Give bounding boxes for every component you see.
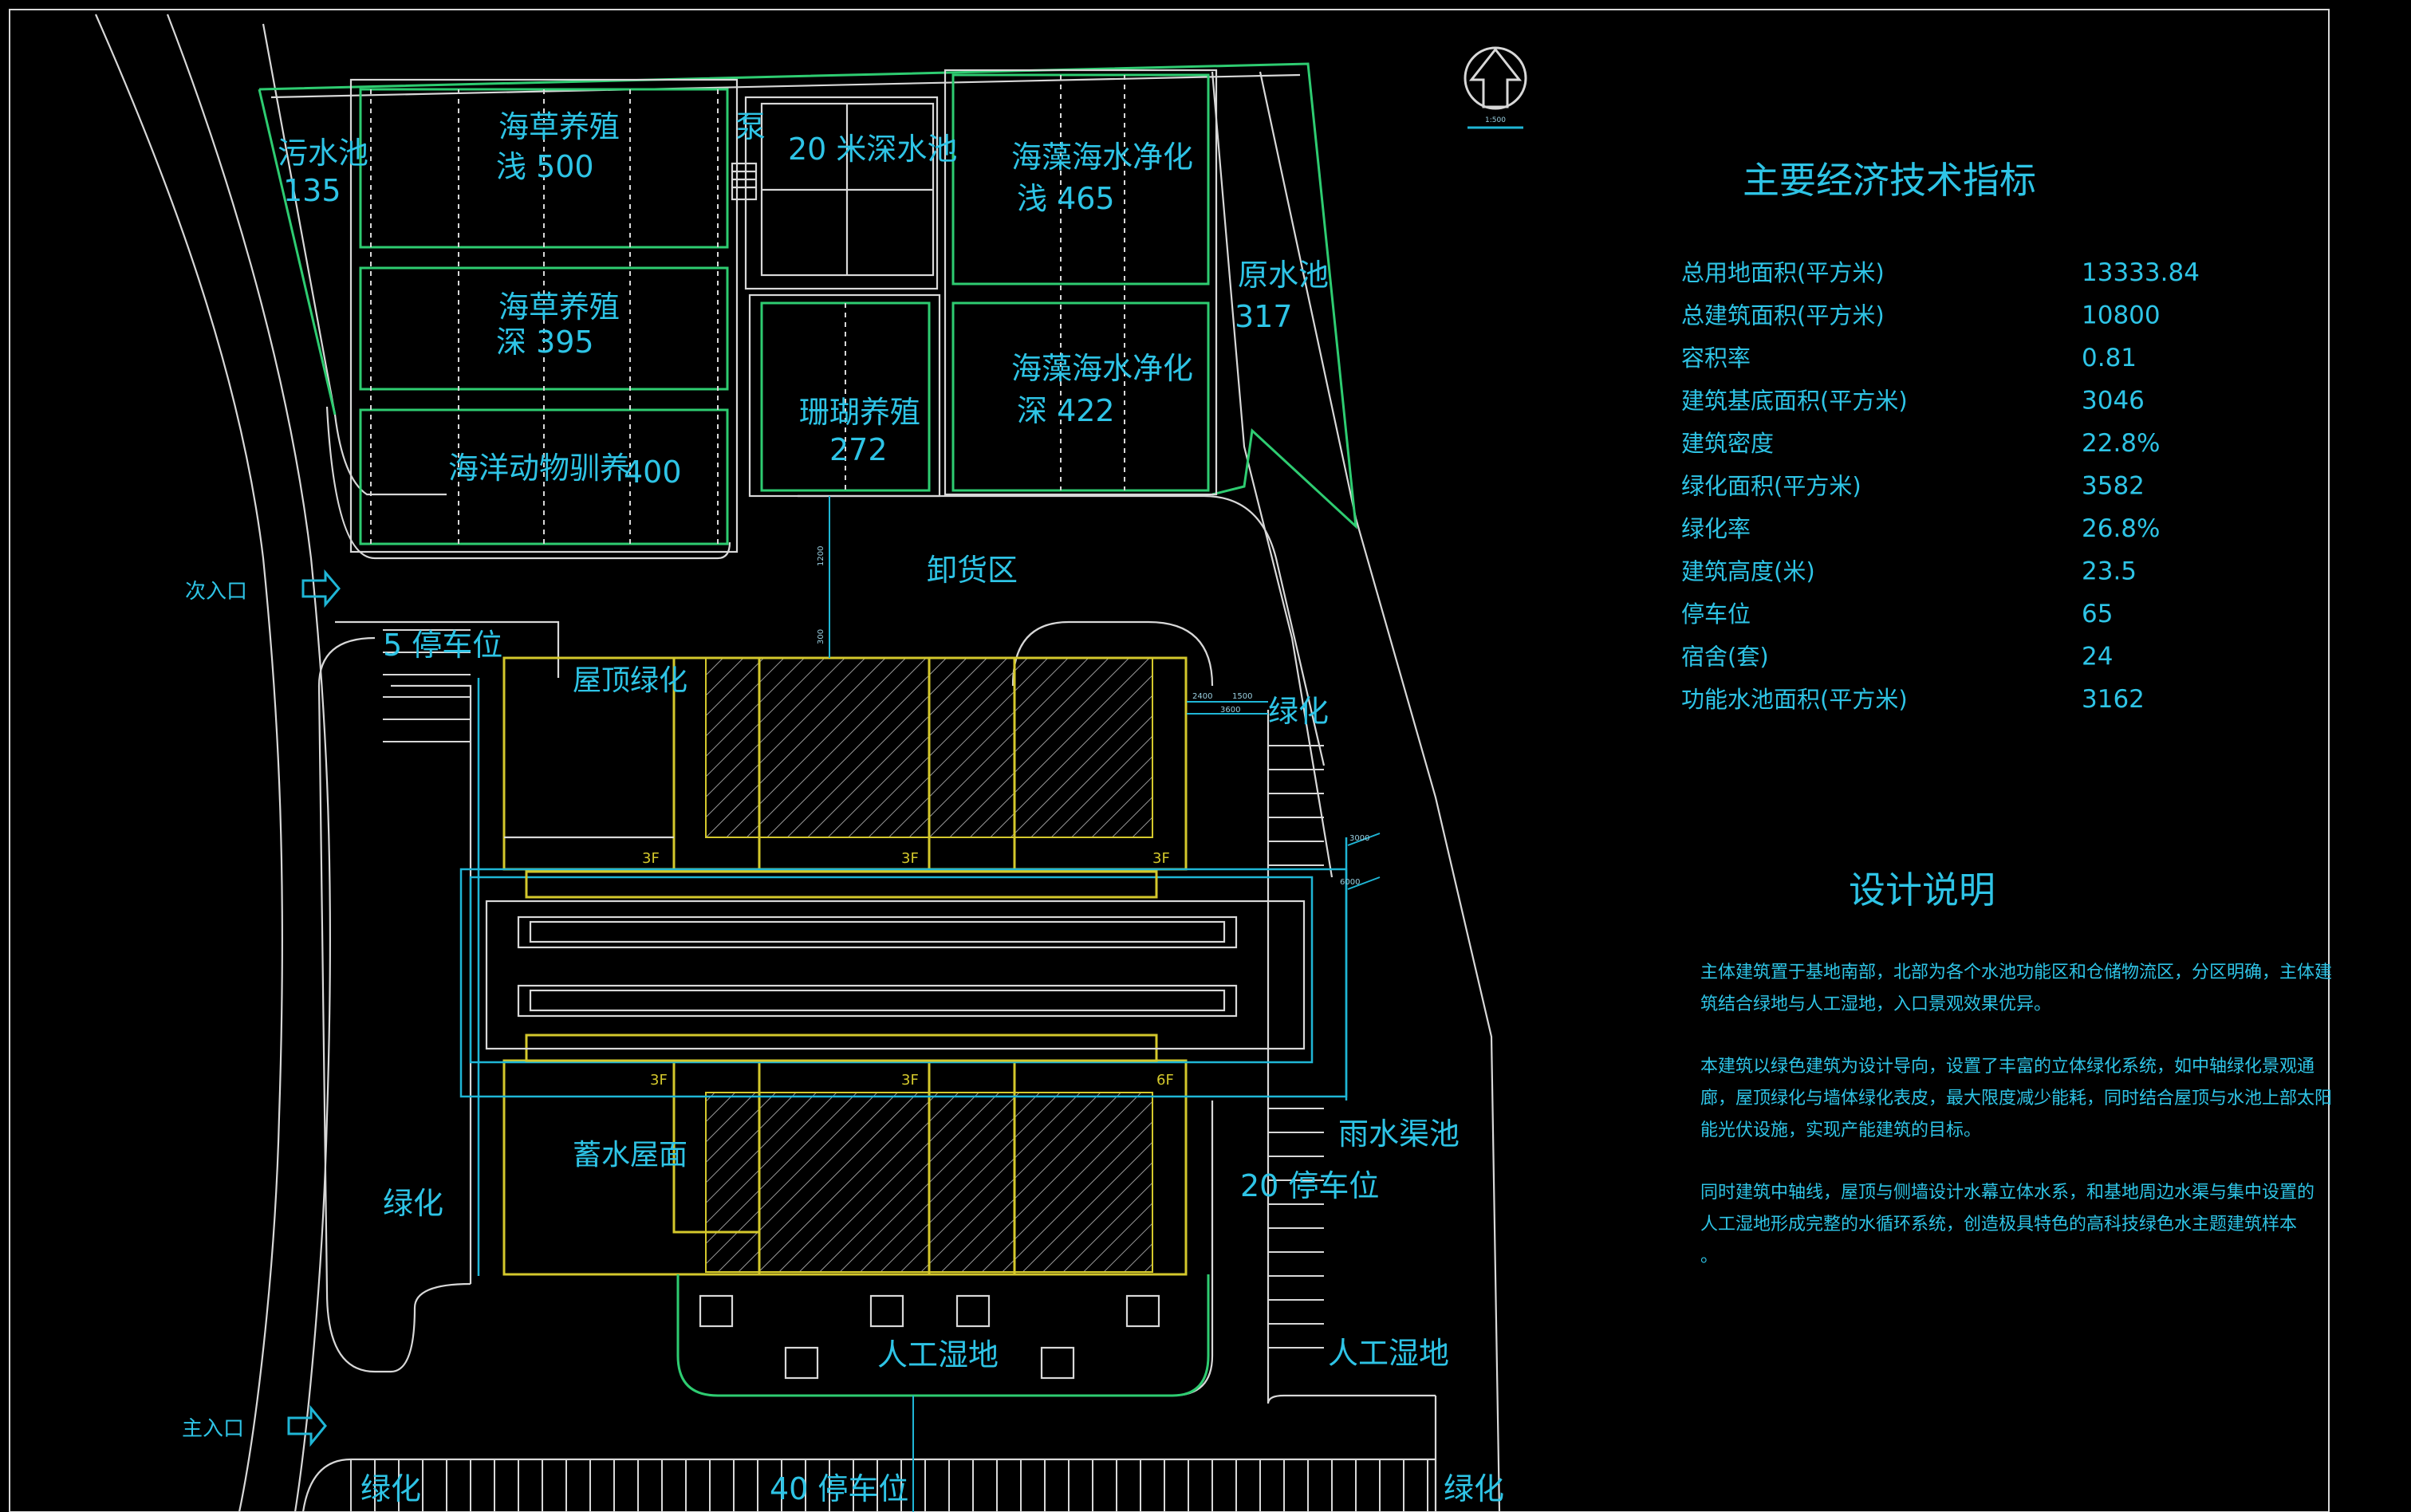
floor-label: 6F — [1156, 1072, 1174, 1089]
floor-label: 3F — [901, 850, 919, 867]
site-road — [94, 14, 1501, 1512]
indicator-label: 绿化面积(平方米) — [1681, 473, 1861, 500]
floor-label: 3F — [650, 1072, 668, 1089]
indicator-label: 建筑高度(米) — [1681, 558, 1815, 585]
label-parking-5: 5 停车位 — [383, 628, 502, 663]
pool-value-coral: 272 — [829, 432, 888, 467]
dim-label: 6000 — [1340, 878, 1360, 887]
dim-label: 1500 — [1232, 692, 1252, 701]
deep-pool — [731, 96, 939, 290]
dim-label: 3000 — [1349, 834, 1369, 843]
pool-label-pump: 泵 — [735, 109, 766, 144]
pool-label-coral: 珊瑚养殖 — [799, 395, 920, 430]
north-scale-label: 1:500 — [1485, 116, 1506, 124]
design-notes-title: 设计说明 — [1849, 868, 1995, 912]
indicators-table: 总用地面积(平方米) 13333.84 总建筑面积(平方米) 10800 容积率 0.81… — [1681, 258, 2200, 714]
design-notes-body: 主体建筑置于基地南部，北部为各个水池功能区和仓储物流区，分区明确，主体建筑结合绿… — [1700, 963, 2332, 1266]
indicator-value: 0.81 — [2082, 344, 2137, 372]
floor-label: 3F — [642, 850, 660, 867]
drawing-frame — [9, 9, 2330, 1512]
indicator-value: 22.8% — [2082, 429, 2160, 458]
indicator-value: 13333.84 — [2082, 258, 2200, 287]
indicator-label: 建筑密度 — [1681, 430, 1774, 457]
pool-value-marine-animal: 400 — [624, 455, 682, 490]
indicator-value: 10800 — [2082, 301, 2161, 330]
indicator-label: 容积率 — [1681, 345, 1751, 372]
label-green-bottom-left: 绿化 — [360, 1471, 421, 1506]
indicator-label: 总建筑面积(平方米) — [1681, 302, 1885, 329]
label-roof-green: 屋顶绿化 — [573, 664, 687, 697]
dim-label: 1200 — [817, 546, 825, 566]
pool-value-raw-water: 317 — [1235, 299, 1293, 334]
design-note-line: 筑结合绿地与人工湿地，入口景观效果优异。 — [1700, 994, 2051, 1014]
pool-value-sewage: 135 — [283, 173, 341, 208]
pool-label-raw-water: 原水池 — [1238, 258, 1329, 293]
pool-label-deep-20m: 20 米深水池 — [788, 132, 957, 167]
indicator-value: 24 — [2082, 643, 2113, 671]
design-note-line: 廊，屋顶绿化与墙体绿化表皮，最大限度减少能耗，同时结合屋顶与水池上部太阳 — [1700, 1089, 2332, 1108]
floor-label: 3F — [1152, 850, 1170, 867]
indicator-label: 停车位 — [1681, 600, 1751, 628]
pool-label-sewage: 污水池 — [278, 136, 368, 171]
indicator-label: 建筑基底面积(平方米) — [1681, 388, 1908, 415]
pool-label-marine-animal: 海洋动物驯养 — [448, 451, 630, 486]
label-parking-40: 40 停车位 — [770, 1471, 908, 1506]
label-rain-channel: 雨水渠池 — [1338, 1116, 1460, 1152]
dimension-marks: 1200 300 2400 1500 3600 3000 6000 — [817, 496, 1381, 1512]
design-note-line: 人工湿地形成完整的水循环系统，创造极具特色的高科技绿色水主题建筑样本 — [1700, 1215, 2297, 1234]
parking-stripes — [350, 629, 1428, 1512]
dim-label: 300 — [817, 629, 825, 644]
label-unloading: 卸货区 — [927, 553, 1018, 588]
indicator-label: 宿舍(套) — [1681, 644, 1769, 671]
design-note-line: 能光伏设施，实现产能建筑的目标。 — [1700, 1120, 1981, 1140]
design-note-line: 本建筑以绿色建筑为设计导向，设置了丰富的立体绿化系统，如中轴绿化景观通 — [1700, 1057, 2314, 1077]
pool-grid-left — [325, 78, 739, 560]
design-note-line: 同时建筑中轴线，屋顶与侧墙设计水幕立体水系，和基地周边水渠与集中设置的 — [1700, 1183, 2314, 1203]
indicator-value: 3582 — [2082, 472, 2145, 501]
design-note-line: 。 — [1700, 1246, 1718, 1266]
label-parking-20: 20 停车位 — [1240, 1168, 1379, 1203]
label-storage-roof: 蓄水屋面 — [573, 1139, 687, 1171]
secondary-entrance-arrow-icon — [301, 569, 341, 608]
indicator-value: 65 — [2082, 600, 2113, 628]
dim-label: 2400 — [1192, 692, 1212, 701]
indicators-title: 主要经济技术指标 — [1743, 159, 2036, 202]
main-entrance-arrow-icon — [287, 1404, 327, 1447]
pool-grid-right — [748, 69, 1218, 498]
label-green-left: 绿化 — [383, 1186, 443, 1221]
pool-value-seaweed-shallow: 浅 500 — [496, 149, 594, 184]
indicator-value: 23.5 — [2082, 557, 2137, 586]
pool-value-algae-shallow: 浅 465 — [1017, 181, 1115, 216]
pool-label-algae-deep: 海藻海水净化 — [1011, 351, 1193, 386]
label-wetland-right: 人工湿地 — [1328, 1336, 1449, 1371]
indicator-label: 总用地面积(平方米) — [1681, 259, 1885, 286]
label-main-entrance: 主入口 — [182, 1417, 244, 1441]
main-building — [459, 656, 1348, 1276]
floor-label: 3F — [901, 1072, 919, 1089]
label-green-right: 绿化 — [1268, 694, 1329, 729]
north-arrow-icon — [1464, 46, 1527, 129]
indicator-label: 功能水池面积(平方米) — [1681, 686, 1908, 713]
pool-value-seaweed-deep: 深 395 — [496, 325, 594, 360]
dim-label: 3600 — [1220, 706, 1240, 715]
pool-label-seaweed-shallow: 海草养殖 — [498, 109, 620, 144]
pool-enclosure — [258, 62, 1357, 530]
indicator-value: 26.8% — [2082, 514, 2160, 543]
indicator-value: 3162 — [2082, 685, 2145, 714]
pool-label-algae-shallow: 海藻海水净化 — [1011, 140, 1193, 175]
label-wetland-center: 人工湿地 — [877, 1337, 999, 1372]
indicator-label: 绿化率 — [1681, 515, 1751, 542]
pool-label-seaweed-deep: 海草养殖 — [498, 289, 620, 325]
indicator-value: 3046 — [2082, 387, 2145, 415]
pool-value-algae-deep: 深 422 — [1017, 393, 1115, 428]
label-secondary-entrance: 次入口 — [185, 580, 247, 604]
label-green-bottom-right: 绿化 — [1444, 1471, 1504, 1506]
design-note-line: 主体建筑置于基地南部，北部为各个水池功能区和仓储物流区，分区明确，主体建 — [1700, 963, 2332, 982]
wetland-features — [676, 1274, 1210, 1397]
